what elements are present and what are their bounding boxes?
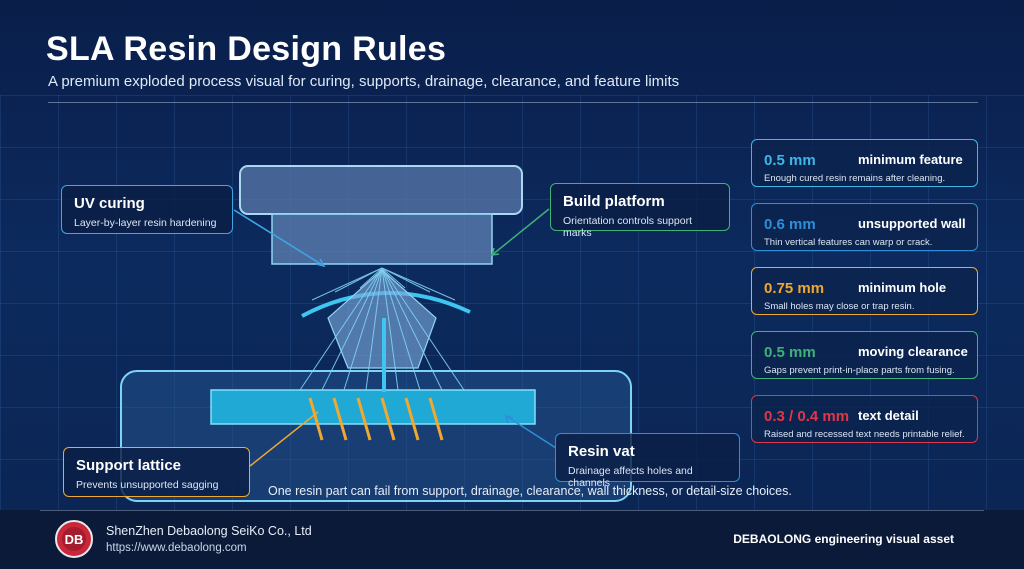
header-divider <box>48 102 978 103</box>
page-subtitle: A premium exploded process visual for cu… <box>48 73 680 90</box>
spec-value: 0.6 mm <box>764 216 816 233</box>
footer-divider <box>40 510 984 511</box>
spec-value: 0.75 mm <box>764 280 825 297</box>
company-name: ShenZhen Debaolong SeiKo Co., Ltd <box>106 524 312 538</box>
spec-card-moving-clearance: 0.5 mm moving clearance Gaps prevent pri… <box>751 331 978 379</box>
support-struts <box>308 397 444 441</box>
uv-curing-desc: Layer-by-layer resin hardening <box>74 217 217 229</box>
uv-rays <box>299 267 465 391</box>
support-lattice-callout: Support lattice Prevents unsupported sag… <box>63 447 250 497</box>
spec-label: minimum hole <box>858 280 947 295</box>
resin-vat-title: Resin vat <box>568 443 635 460</box>
spec-desc: Thin vertical features can warp or crack… <box>764 237 933 248</box>
spec-card-text-detail: 0.3 / 0.4 mm text detail Raised and rece… <box>751 395 978 443</box>
diagram-caption: One resin part can fail from support, dr… <box>268 484 792 498</box>
asset-label: DEBAOLONG engineering visual asset <box>733 532 954 546</box>
uv-curing-leader <box>233 209 325 267</box>
spec-label: text detail <box>858 408 919 423</box>
company-logo-icon: DB <box>55 520 93 558</box>
spec-card-minimum-hole: 0.75 mm minimum hole Small holes may clo… <box>751 267 978 315</box>
uv-curing-title: UV curing <box>74 195 145 212</box>
build-platform-arrow <box>490 247 500 256</box>
platform-lower-plate <box>271 213 493 265</box>
resin-layer <box>210 389 536 425</box>
spec-value: 0.5 mm <box>764 152 816 169</box>
uv-curing-arrow <box>315 258 326 268</box>
spec-card-unsupported-wall: 0.6 mm unsupported wall Thin vertical fe… <box>751 203 978 251</box>
build-platform-callout: Build platform Orientation controls supp… <box>550 183 730 239</box>
spec-card-minimum-feature: 0.5 mm minimum feature Enough cured resi… <box>751 139 978 187</box>
uv-curing-callout: UV curing Layer-by-layer resin hardening <box>61 185 233 234</box>
spec-desc: Gaps prevent print-in-place parts from f… <box>764 365 955 376</box>
support-lattice-title: Support lattice <box>76 457 182 474</box>
resin-vat-desc: Drainage affects holes and channels <box>568 465 693 489</box>
platform-top-plate <box>239 165 523 215</box>
logo-text: DB <box>65 532 84 547</box>
spec-value: 0.5 mm <box>764 344 816 361</box>
page-title: SLA Resin Design Rules <box>46 30 447 68</box>
resin-vat-callout: Resin vat Drainage affects holes and cha… <box>555 433 740 489</box>
spec-desc: Enough cured resin remains after cleanin… <box>764 173 946 184</box>
resin-vat-arrow <box>504 414 514 424</box>
spec-desc: Raised and recessed text needs printable… <box>764 429 965 440</box>
spec-label: unsupported wall <box>858 216 966 231</box>
footer: DB ShenZhen Debaolong SeiKo Co., Ltd htt… <box>0 510 1024 569</box>
spec-label: minimum feature <box>858 152 963 167</box>
resin-vat-leader <box>505 415 557 449</box>
spec-value: 0.3 / 0.4 mm <box>764 408 850 425</box>
support-lattice-leader <box>249 411 319 467</box>
company-url-link[interactable]: https://www.debaolong.com <box>106 542 247 554</box>
build-platform-title: Build platform <box>563 193 665 210</box>
spec-desc: Small holes may close or trap resin. <box>764 301 915 312</box>
support-lattice-desc: Prevents unsupported sagging <box>76 479 219 491</box>
build-platform-desc: Orientation controls support marks <box>563 215 692 239</box>
spec-label: moving clearance <box>858 344 968 359</box>
build-platform-leader <box>491 208 550 256</box>
